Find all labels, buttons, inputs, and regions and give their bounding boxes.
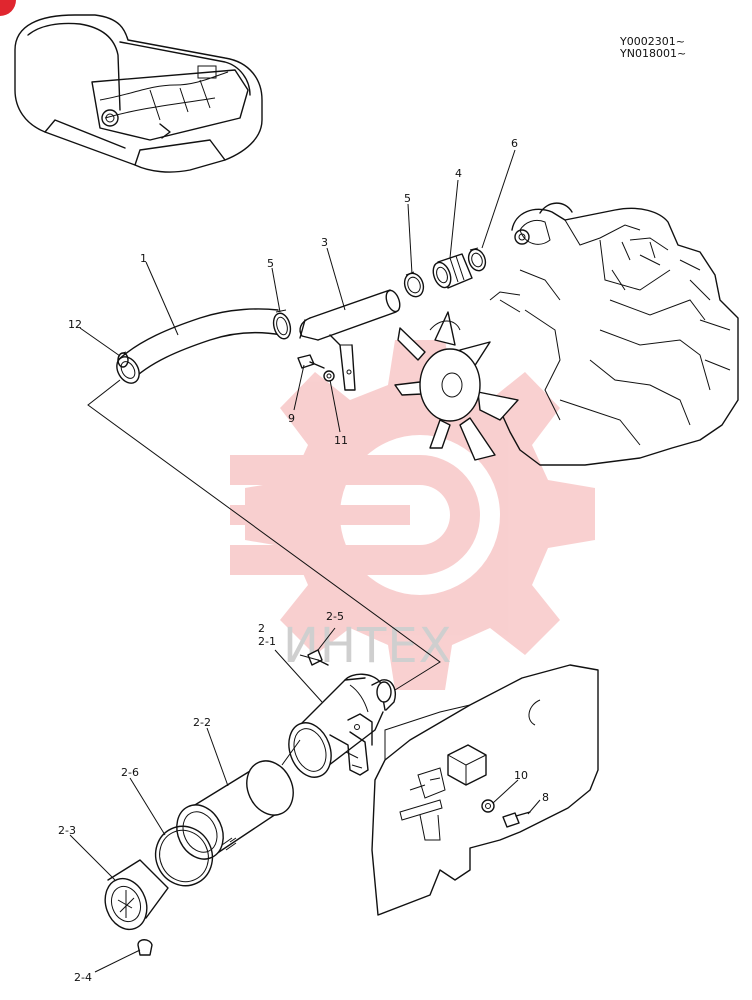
callout-part-11: 11 xyxy=(334,434,348,447)
part-10-nut xyxy=(481,799,495,813)
callout-part-2-2: 2-2 xyxy=(193,716,211,729)
callout-part-9: 9 xyxy=(288,412,295,425)
callout-part-10: 10 xyxy=(514,769,528,782)
callout-part-6: 6 xyxy=(511,137,518,150)
part-8-bolt xyxy=(502,811,531,828)
callout-part-2-6: 2-6 xyxy=(121,766,139,779)
callout-part-2-4: 2-4 xyxy=(74,971,92,984)
callout-part-4: 4 xyxy=(455,167,462,180)
callout-part-5-right: 5 xyxy=(404,192,411,205)
mounting-bracket-plate xyxy=(371,664,599,916)
callout-part-5-left: 5 xyxy=(267,257,274,270)
leader-lines xyxy=(69,149,541,973)
part-2-5-valve xyxy=(307,649,329,666)
part-2-3-end-cap xyxy=(104,859,169,931)
part-2-1-air-cleaner-body xyxy=(288,673,396,778)
part-3-intake-pipe xyxy=(299,289,401,391)
serial-number-1: Y0002301~ xyxy=(619,35,685,48)
part-5-hose-clamp-left xyxy=(272,309,292,340)
part-9-bolt xyxy=(297,354,325,369)
watermark-text: ИНТЕХ xyxy=(283,618,453,674)
part-2-2-filter-element xyxy=(176,760,294,860)
part-11-nut xyxy=(323,370,335,382)
part-2-6-gasket xyxy=(154,825,214,887)
part-6-hose-clamp xyxy=(467,247,487,272)
part-12-hose-clamp xyxy=(117,351,129,368)
callout-part-2-3: 2-3 xyxy=(58,824,76,837)
callout-labels: 1 12 5 3 9 11 5 4 6 2 2-1 2-5 2-2 2-6 2-… xyxy=(58,137,549,984)
tractor-hood-thumbnail xyxy=(14,14,263,173)
part-2-4-drain-valve xyxy=(137,939,153,956)
callout-part-2-1: 2-1 xyxy=(258,635,276,648)
callout-part-2: 2 xyxy=(258,622,265,635)
part-5-hose-clamp-right xyxy=(403,271,425,298)
cooling-fan xyxy=(394,311,519,461)
serial-number-2: YN018001~ xyxy=(619,47,686,60)
callout-part-12: 12 xyxy=(68,318,82,331)
part-4-rubber-connector xyxy=(432,253,473,289)
callout-part-2-5: 2-5 xyxy=(326,610,344,623)
engine-block xyxy=(489,202,739,466)
part-1-intake-hose xyxy=(116,308,283,384)
callout-part-8: 8 xyxy=(542,791,549,804)
callout-part-3: 3 xyxy=(321,236,328,249)
callout-part-1: 1 xyxy=(140,252,147,265)
corner-badge-icon xyxy=(0,0,16,16)
assembly-connector-lines xyxy=(87,379,441,766)
